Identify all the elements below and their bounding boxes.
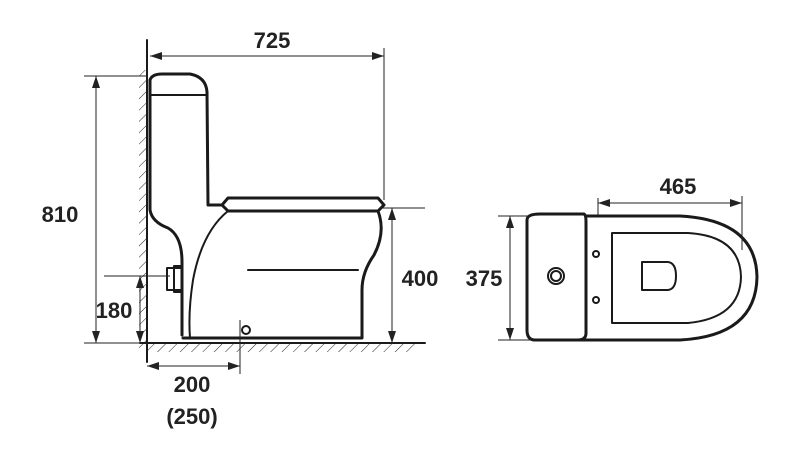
top-seat-outline [611, 232, 742, 324]
dim-375-arrow-bottom [506, 328, 514, 340]
outlet-collar [173, 265, 183, 293]
dim-180-arrow-top [136, 276, 144, 288]
dim-465-label: 465 [660, 174, 697, 199]
flush-button-icon [547, 267, 565, 285]
flush-button-inner [550, 270, 562, 282]
hinge-hole-top [592, 250, 600, 258]
water-spot [641, 261, 677, 291]
top-bowl-outline [578, 214, 759, 342]
hinge-hole-bottom [592, 296, 600, 304]
dim-810-arrow-bottom [92, 331, 100, 343]
floor-hatch [147, 343, 415, 352]
dim-375-arrow-top [506, 216, 514, 228]
dim-250-label: (250) [166, 404, 217, 429]
dim-725-arrow-right [372, 52, 384, 60]
seat-outline [220, 196, 386, 213]
dim-400-label: 400 [402, 266, 439, 291]
dim-180-label: 180 [96, 298, 133, 323]
bowl-front-outline [181, 209, 383, 340]
dim-200-label: 200 [174, 372, 211, 397]
dim-810-arrow-top [92, 76, 100, 88]
top-tank-outline [525, 212, 588, 342]
dim-465-arrow-left [598, 199, 610, 207]
dim-400-arrow-bottom [388, 331, 396, 343]
fixing-hole [241, 325, 251, 335]
top-view: 465 375 [466, 174, 759, 342]
dim-400-arrow-top [388, 208, 396, 220]
dim-725-label: 725 [254, 28, 291, 53]
tank-rear-outline [148, 86, 184, 337]
dim-180-arrow-bottom [136, 331, 144, 343]
dim-725-arrow-left [150, 52, 162, 60]
wall-hatch [139, 70, 147, 352]
bowl-trap-curve [188, 210, 229, 339]
dim-465-arrow-right [730, 199, 742, 207]
dim-200-arrow-right [228, 362, 240, 370]
dim-810-label: 810 [42, 202, 79, 227]
side-view: 725 810 180 400 200 (250) [42, 28, 439, 429]
dim-200-arrow-left [147, 362, 159, 370]
tank-outline [148, 72, 224, 207]
dim-375-label: 375 [466, 266, 503, 291]
